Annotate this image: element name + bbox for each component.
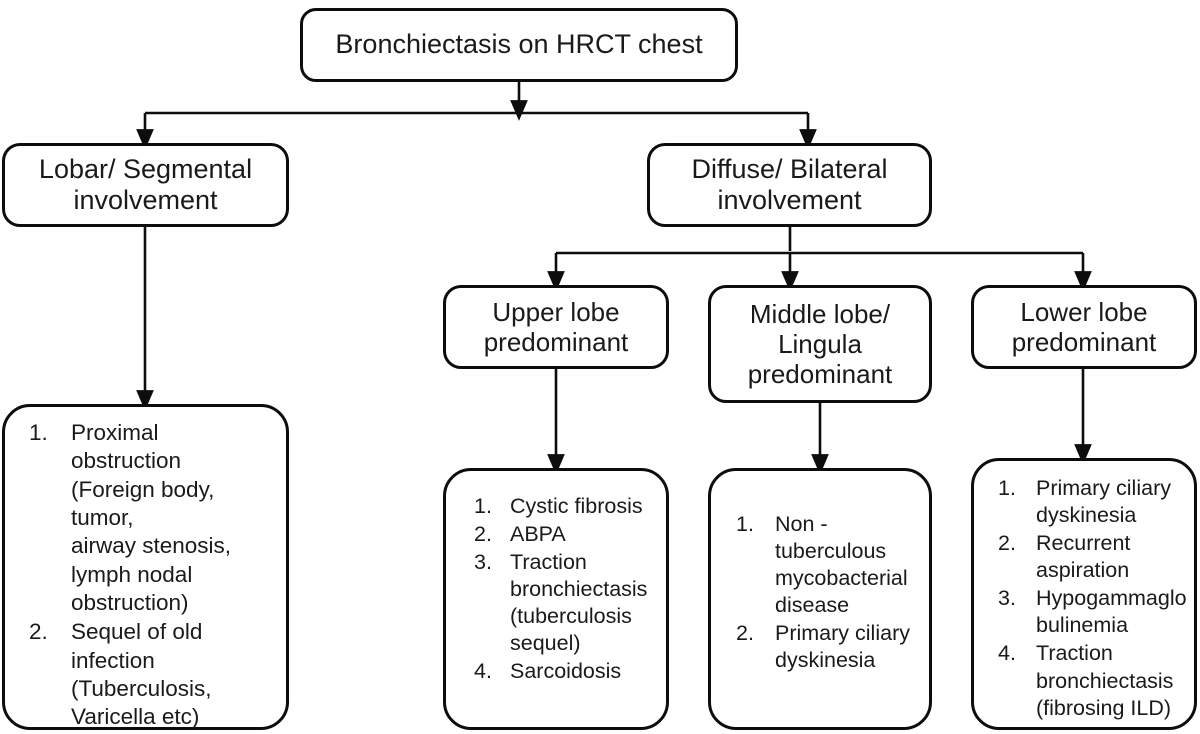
node-lobar-segmental[interactable]: Lobar/ Segmental involvement bbox=[2, 143, 289, 227]
list-item: Primary ciliary dyskinesia bbox=[725, 620, 919, 674]
list-item-text: Recurrent aspiration bbox=[1036, 531, 1131, 583]
node-lower-lobe-predominant[interactable]: Lower lobe predominant bbox=[971, 285, 1197, 369]
node-diffuse-bilateral[interactable]: Diffuse/ Bilateral involvement bbox=[647, 143, 932, 227]
list-item: Sequel of old infection (Tuberculosis, V… bbox=[19, 618, 274, 731]
node-middle-lobe-lingula-predominant[interactable]: Middle lobe/ Lingula predominant bbox=[708, 285, 932, 403]
list-item-text: Primary ciliary dyskinesia bbox=[775, 621, 910, 673]
list-item: Sarcoidosis bbox=[460, 658, 656, 685]
node-lobar-label: Lobar/ Segmental involvement bbox=[38, 153, 253, 215]
list-item: Hypogammaglo bulinemia bbox=[986, 585, 1187, 639]
node-root-label: Bronchiectasis on HRCT chest bbox=[335, 29, 703, 60]
list-item-text: Primary ciliary dyskinesia bbox=[1036, 476, 1171, 528]
list-item-text: Hypogammaglo bulinemia bbox=[1036, 586, 1187, 638]
list-item-text: Traction bronchiectasis (fibrosing ILD) bbox=[1036, 641, 1174, 720]
node-middle-label: Middle lobe/ Lingula predominant bbox=[747, 298, 893, 390]
list-item: Cystic fibrosis bbox=[460, 493, 656, 520]
node-upper-label: Upper lobe predominant bbox=[483, 296, 629, 357]
list-item-text: Sarcoidosis bbox=[510, 659, 622, 684]
list-item: Recurrent aspiration bbox=[986, 530, 1186, 584]
list-item-text: ABPA bbox=[510, 522, 566, 547]
list-item: Primary ciliary dyskinesia bbox=[986, 475, 1186, 529]
list-item-text: Sequel of old infection (Tuberculosis, V… bbox=[71, 619, 212, 730]
list-item-text: Cystic fibrosis bbox=[510, 494, 643, 518]
node-diffuse-label: Diffuse/ Bilateral involvement bbox=[691, 153, 888, 215]
list-item: ABPA bbox=[460, 521, 656, 548]
list-item: Proximal obstruction (Foreign body, tumo… bbox=[19, 419, 274, 617]
list-item-text: Traction bronchiectasis (tuberculosis se… bbox=[510, 550, 648, 656]
list-item-text: Non - tuberculous mycobacterial disease bbox=[775, 512, 908, 618]
node-root-bronchiectasis[interactable]: Bronchiectasis on HRCT chest bbox=[300, 8, 738, 82]
list-item: Non - tuberculous mycobacterial disease bbox=[725, 511, 919, 619]
lobar-causes-ordered-list: Proximal obstruction (Foreign body, tumo… bbox=[19, 419, 274, 734]
node-lobar-causes-list[interactable]: Proximal obstruction (Foreign body, tumo… bbox=[2, 404, 289, 734]
list-item: Traction bronchiectasis (fibrosing ILD) bbox=[986, 640, 1186, 721]
list-item: Traction bronchiectasis (tuberculosis se… bbox=[460, 549, 656, 657]
node-upper-lobe-predominant[interactable]: Upper lobe predominant bbox=[443, 285, 669, 369]
list-item-text: Proximal obstruction (Foreign body, tumo… bbox=[71, 420, 232, 616]
node-lower-label: Lower lobe predominant bbox=[1011, 296, 1157, 357]
